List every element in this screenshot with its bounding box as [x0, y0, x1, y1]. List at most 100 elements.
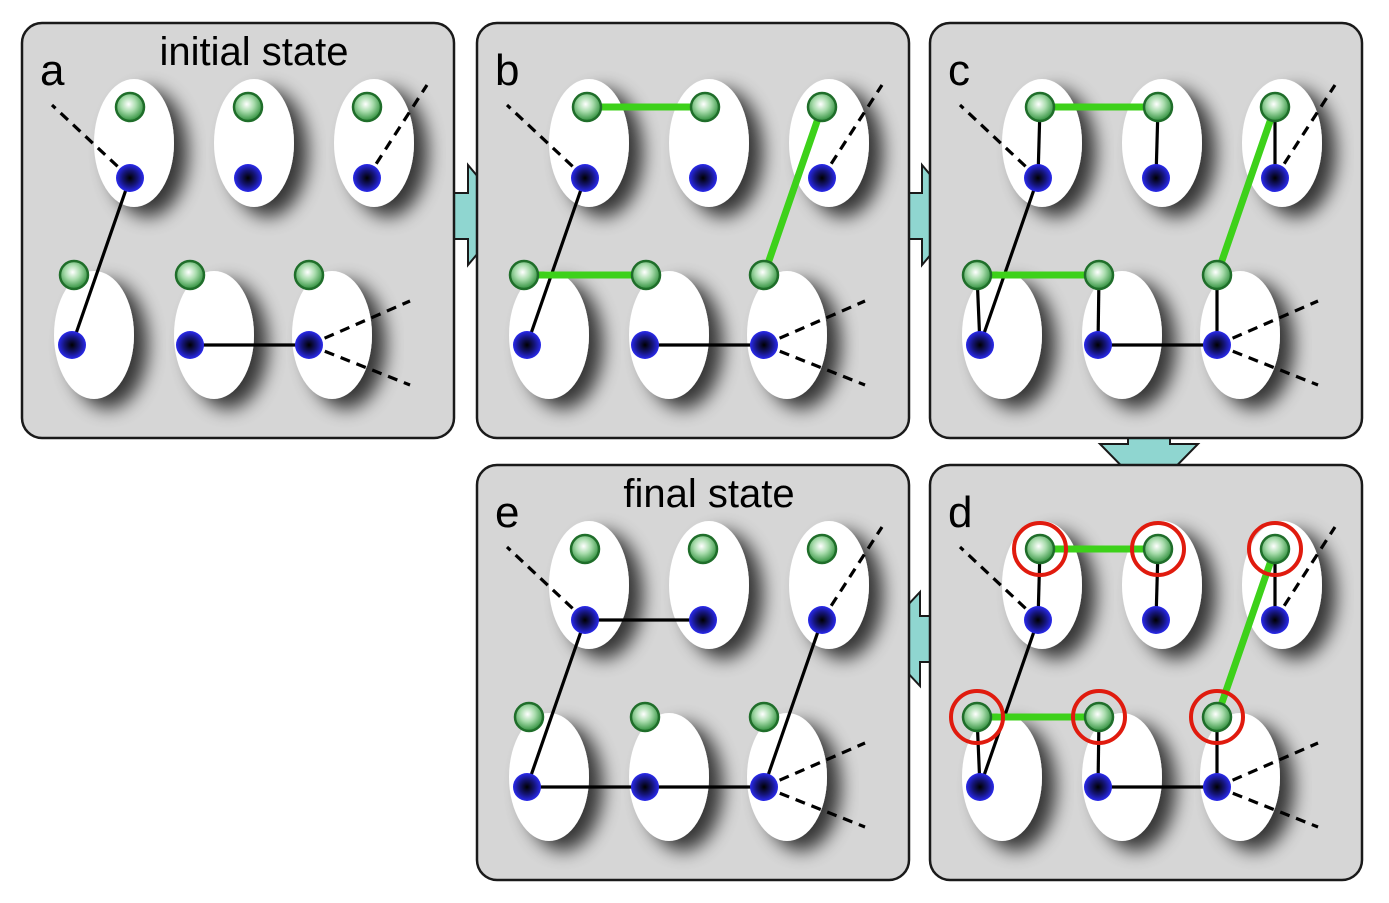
photon-node — [748, 259, 780, 291]
trap-ellipse — [509, 271, 589, 399]
trap-ellipse — [549, 521, 629, 649]
entangling-link — [1213, 103, 1279, 279]
photon-node — [513, 701, 545, 733]
photon-node — [806, 91, 838, 123]
trap-ellipse — [1122, 79, 1202, 207]
ion-node — [808, 606, 836, 634]
photon-node — [961, 259, 993, 291]
photon-node — [1083, 701, 1115, 733]
ion-node — [234, 164, 262, 192]
ion-node — [689, 606, 717, 634]
ion-node — [1024, 164, 1052, 192]
photon-node — [571, 91, 603, 123]
ion-bond — [525, 619, 587, 788]
ion-bond — [978, 177, 1040, 346]
external-link — [1216, 785, 1319, 829]
external-link — [958, 545, 1040, 622]
photon-node — [508, 259, 540, 291]
trap-ellipse — [962, 271, 1042, 399]
ion-node — [571, 606, 599, 634]
photon-node — [1142, 533, 1174, 565]
ion-node — [513, 773, 541, 801]
photon-node — [630, 259, 662, 291]
external-link — [308, 343, 411, 387]
ion-node — [1142, 606, 1170, 634]
entangling-link — [1213, 545, 1279, 721]
ion-node — [808, 164, 836, 192]
external-link — [1273, 84, 1337, 179]
measurement-ring — [1012, 521, 1068, 577]
ion-node — [966, 331, 994, 359]
photon-node — [961, 701, 993, 733]
external-link — [763, 785, 866, 829]
photon-node — [1259, 91, 1291, 123]
trap-ellipse — [54, 271, 134, 399]
measurement-ring — [1189, 689, 1245, 745]
ion-node — [1084, 773, 1112, 801]
trap-ellipse — [509, 713, 589, 841]
photon-node — [1201, 701, 1233, 733]
trap-ellipse — [1002, 521, 1082, 649]
external-link — [50, 103, 132, 180]
ion-node — [1261, 606, 1289, 634]
photon-node — [351, 91, 383, 123]
panel-d: d — [928, 463, 1364, 882]
external-link — [820, 526, 884, 621]
photon-node — [806, 533, 838, 565]
photon-node — [1024, 91, 1056, 123]
ion-node — [513, 331, 541, 359]
ion-node — [631, 331, 659, 359]
trap-ellipse — [174, 271, 254, 399]
photon-node — [114, 91, 146, 123]
photon-node — [174, 259, 206, 291]
panel-title: initial state — [160, 30, 349, 74]
photon-node — [1083, 259, 1115, 291]
external-link — [505, 103, 587, 180]
trap-ellipse — [669, 79, 749, 207]
panel-title: final state — [623, 472, 794, 516]
photon-node — [687, 533, 719, 565]
panel-label: d — [948, 488, 972, 537]
panel-a: a initial state — [20, 21, 456, 440]
ion-bond — [525, 177, 587, 346]
ion-node — [353, 164, 381, 192]
ion-node — [116, 164, 144, 192]
ion-node — [1084, 331, 1112, 359]
trap-ellipse — [962, 713, 1042, 841]
trap-ellipse — [629, 713, 709, 841]
ion-node — [750, 331, 778, 359]
external-link — [763, 741, 866, 789]
ion-node — [58, 331, 86, 359]
panel-label: e — [495, 488, 519, 537]
photon-node — [1024, 533, 1056, 565]
photon-node — [569, 533, 601, 565]
measurement-ring — [1071, 689, 1127, 745]
ion-node — [689, 164, 717, 192]
photon-node — [748, 701, 780, 733]
panel-label: c — [948, 46, 970, 95]
measurement-ring — [1130, 521, 1186, 577]
panel-label: a — [40, 46, 65, 95]
panels-layer: a initial state b c d e final state — [20, 21, 1364, 882]
panel-label: b — [495, 46, 519, 95]
external-link — [1216, 299, 1319, 347]
ion-bond — [978, 619, 1040, 788]
external-link — [1216, 343, 1319, 387]
panel-e: e final state — [475, 463, 911, 882]
external-link — [958, 103, 1040, 180]
ion-node — [631, 773, 659, 801]
ion-node — [750, 773, 778, 801]
trap-ellipse — [1082, 713, 1162, 841]
ion-bond — [762, 619, 824, 788]
external-link — [763, 343, 866, 387]
trap-ellipse — [629, 271, 709, 399]
photon-node — [1142, 91, 1174, 123]
external-link — [1273, 526, 1337, 621]
ion-bond — [70, 177, 132, 346]
photon-node — [1259, 533, 1291, 565]
photon-node — [293, 259, 325, 291]
photon-node — [689, 91, 721, 123]
photon-node — [629, 701, 661, 733]
trap-ellipse — [94, 79, 174, 207]
trap-ellipse — [1002, 79, 1082, 207]
